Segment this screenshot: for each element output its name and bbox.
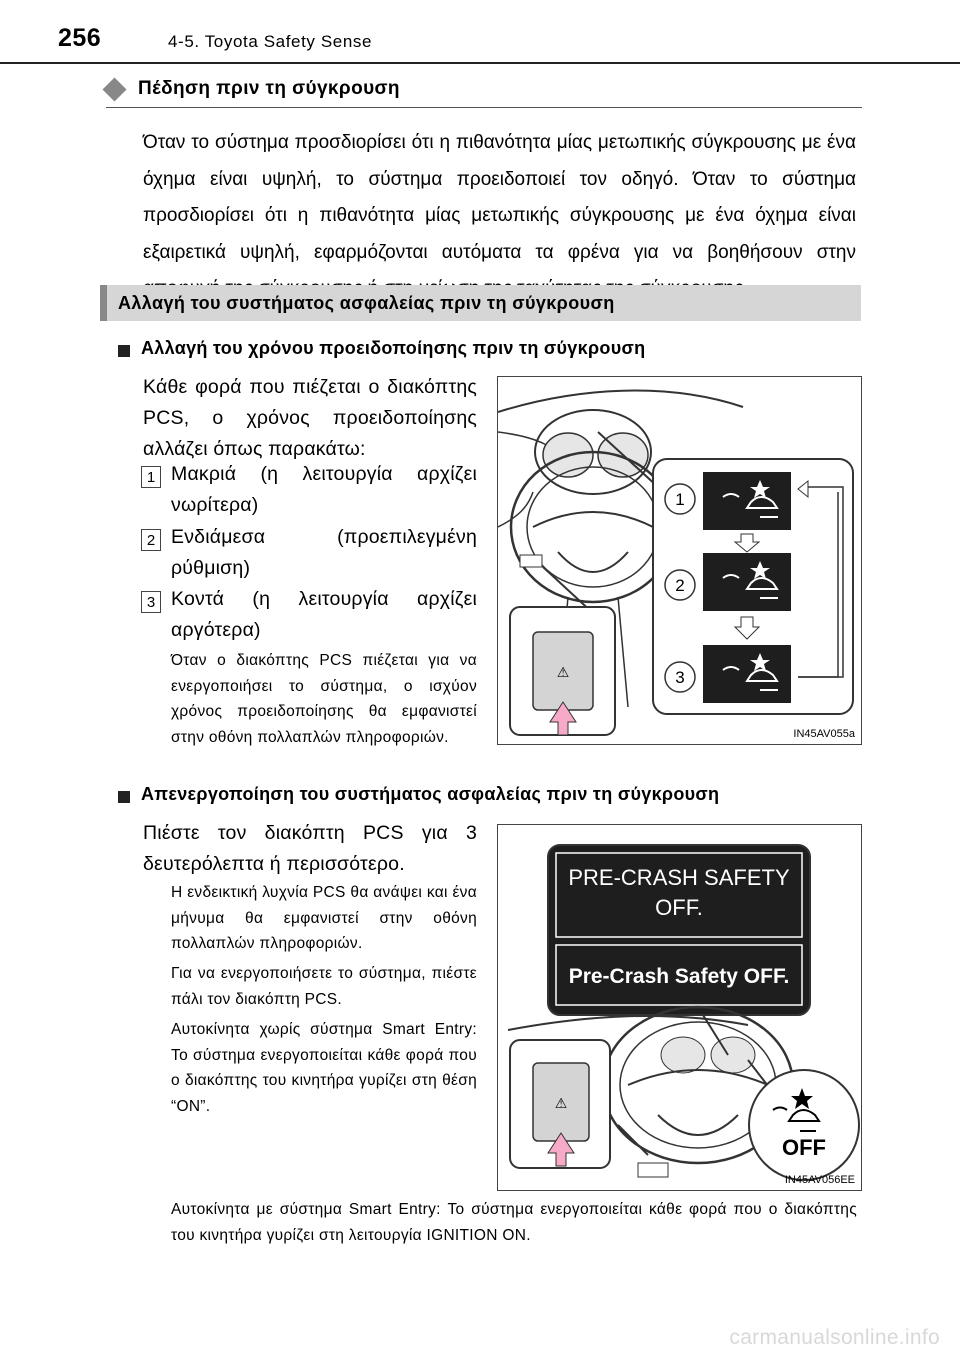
diamond-bullet-icon [102,77,127,102]
section-title: 4-5. Toyota Safety Sense [168,32,373,51]
display-message: Pre-Crash Safety OFF. [569,965,790,988]
display-and-dashboard-illustration: PRE-CRASH SAFETY OFF. Pre-Crash Safety O… [507,844,860,1181]
figure-warning-timing: ⚠ 1 2 3 IN45AV055a [497,376,862,745]
warning-timing-body: Κάθε φορά που πιέζεται ο διακόπτης PCS, … [143,376,477,460]
item-number: 3 [141,591,161,613]
header-rule [0,62,960,64]
disable-body: Πιέστε τον διακόπτη PCS για 3 δευτερόλεπ… [143,822,477,875]
svg-text:⚠: ⚠ [557,665,570,681]
section-rule [106,107,862,108]
watermark: carmanualsonline.info [729,1326,940,1349]
warning-timing-note: Όταν ο διακόπτης PCS πιέζεται για να ενε… [171,652,477,746]
smart-entry-note: Αυτοκίνητα με σύστημα Smart Entry: Το σύ… [171,1201,857,1244]
figure-disable: PRE-CRASH SAFETY OFF. Pre-Crash Safety O… [497,824,862,1191]
disable-note-reenable: Για να ενεργοποιήσετε το σύστημα, πιέστε… [171,965,477,1008]
figure-label: 2 [675,576,684,595]
square-bullet-icon [118,345,130,357]
figure-code: IN45AV055a [793,728,855,740]
item-near: Κοντά (η λειτουργία αρχίζει αργότερα) [171,588,477,641]
display-title-line1: PRE-CRASH SAFETY [568,865,790,890]
item-number: 1 [141,466,161,488]
figure-code: IN45AV056EE [784,1174,855,1186]
item-far: Μακριά (η λειτουργία αρχίζει νωρίτερα) [171,463,477,516]
intro-paragraph: Όταν το σύστημα προσδιορίσει ότι η πιθαν… [143,132,856,299]
display-title-line2: OFF. [655,895,703,920]
sub-heading-warning-timing: Αλλαγή του χρόνου προειδοποίησης πριν τη… [141,338,646,358]
figure-label: 3 [675,668,684,687]
subsection-heading: Αλλαγή του συστήματος ασφαλείας πριν τη … [118,293,615,313]
sub-heading-disable: Απενεργοποίηση του συστήματος ασφαλείας … [141,784,720,804]
square-bullet-icon [118,791,130,803]
disable-note-indicator: Η ενδεικτική λυχνία PCS θα ανάψει και έν… [171,884,477,952]
item-number: 2 [141,529,161,551]
dashboard-illustration: ⚠ 1 2 3 [498,389,854,736]
page-number: 256 [58,24,102,52]
off-indicator-label: OFF [782,1135,826,1160]
figure-label: 1 [675,490,684,509]
subsection-band [100,285,861,321]
section-heading: Πέδηση πριν τη σύγκρουση [138,78,400,99]
item-medium: Ενδιάμεσα (προεπιλεγμένη ρύθμιση) [171,526,477,579]
svg-text:⚠: ⚠ [555,1096,568,1112]
disable-note-no-smart-entry: Αυτοκίνητα χωρίς σύστημα Smart Entry: Το… [171,1021,477,1115]
